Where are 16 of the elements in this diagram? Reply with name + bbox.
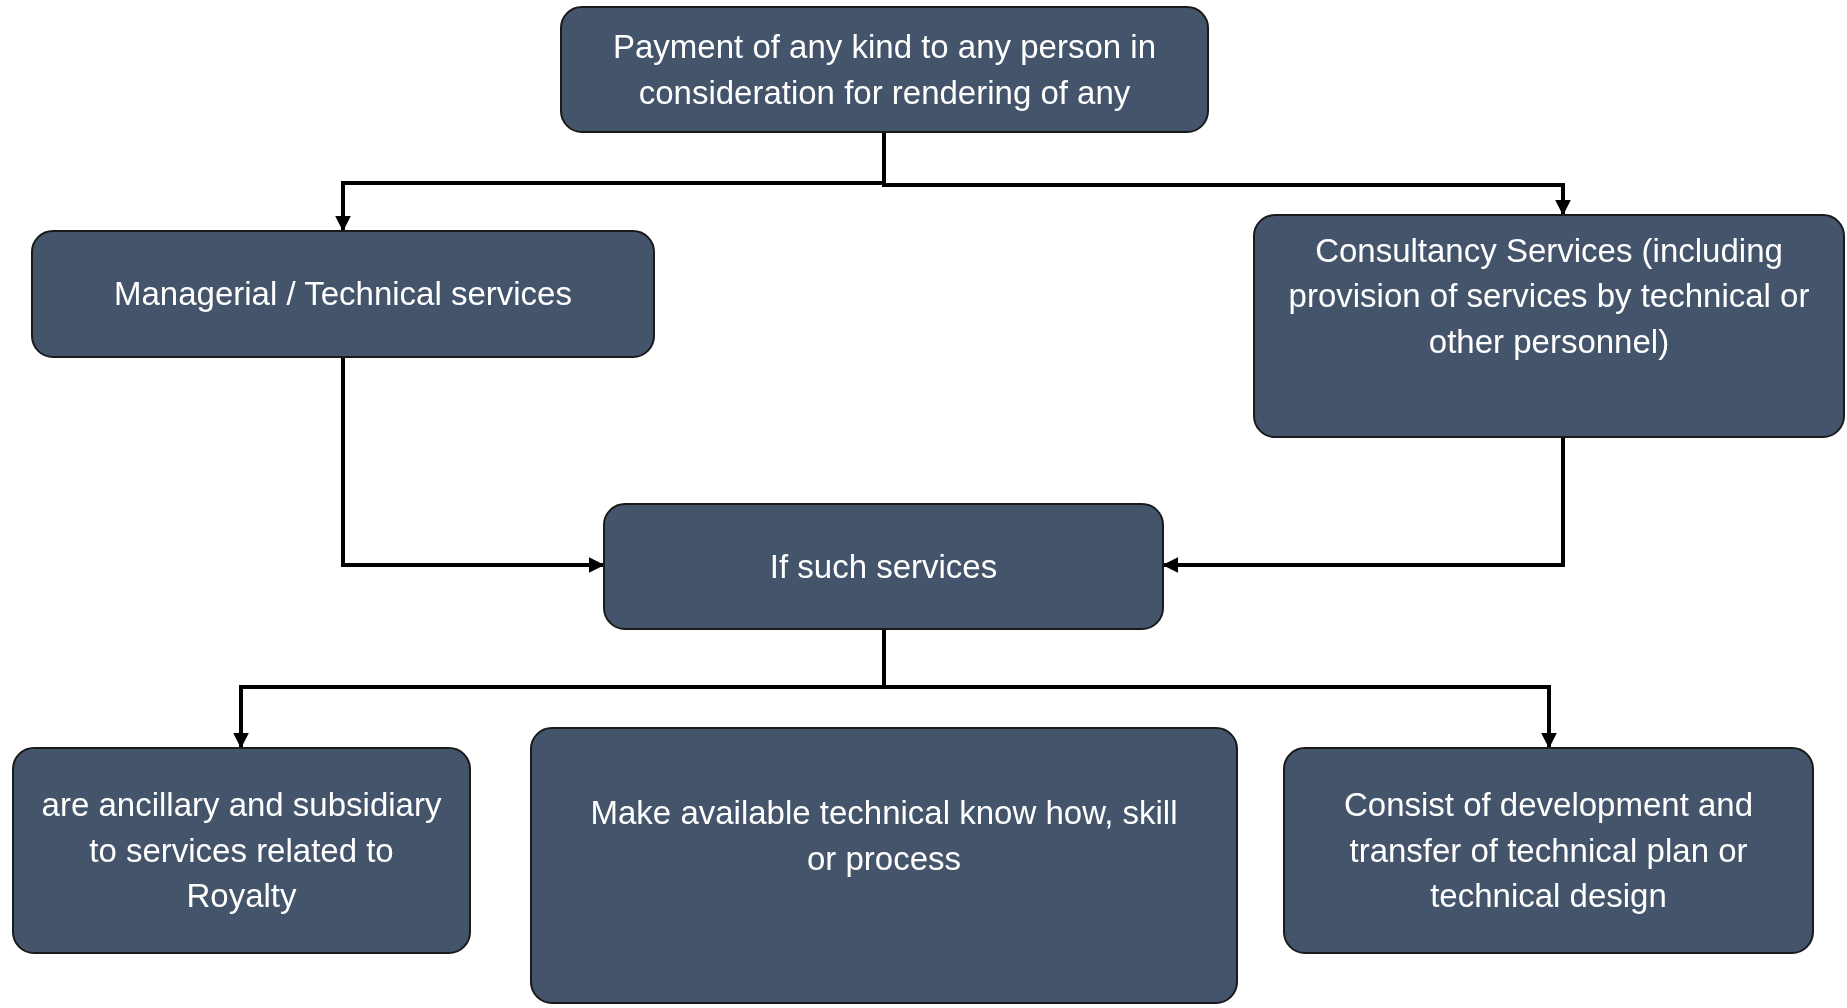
node-text: Make available technical know how, skill or process bbox=[589, 792, 1179, 879]
outcome-box bbox=[1283, 747, 1814, 954]
process-box bbox=[1253, 214, 1845, 438]
connector-arrow bbox=[341, 358, 605, 573]
node-text: Consultancy Services (including provision of services by technical or other personnel) bbox=[1287, 230, 1811, 362]
node-text: Managerial / Technical services bbox=[114, 274, 572, 315]
node-text: Consist of development and transfer of technical plan or technical design bbox=[1342, 785, 1755, 917]
node-text: are ancillary and subsidiary to services related to Royalty bbox=[40, 785, 443, 917]
node-text: If such services bbox=[769, 546, 998, 587]
process-box bbox=[31, 230, 655, 358]
connector-arrow bbox=[1162, 438, 1565, 573]
outcome-box bbox=[12, 747, 471, 954]
node-text: Payment of any kind to any person in consideration for rendering of any bbox=[612, 26, 1157, 113]
decision-box bbox=[603, 503, 1164, 630]
outcome-box bbox=[530, 727, 1238, 1004]
process-box bbox=[560, 6, 1209, 133]
